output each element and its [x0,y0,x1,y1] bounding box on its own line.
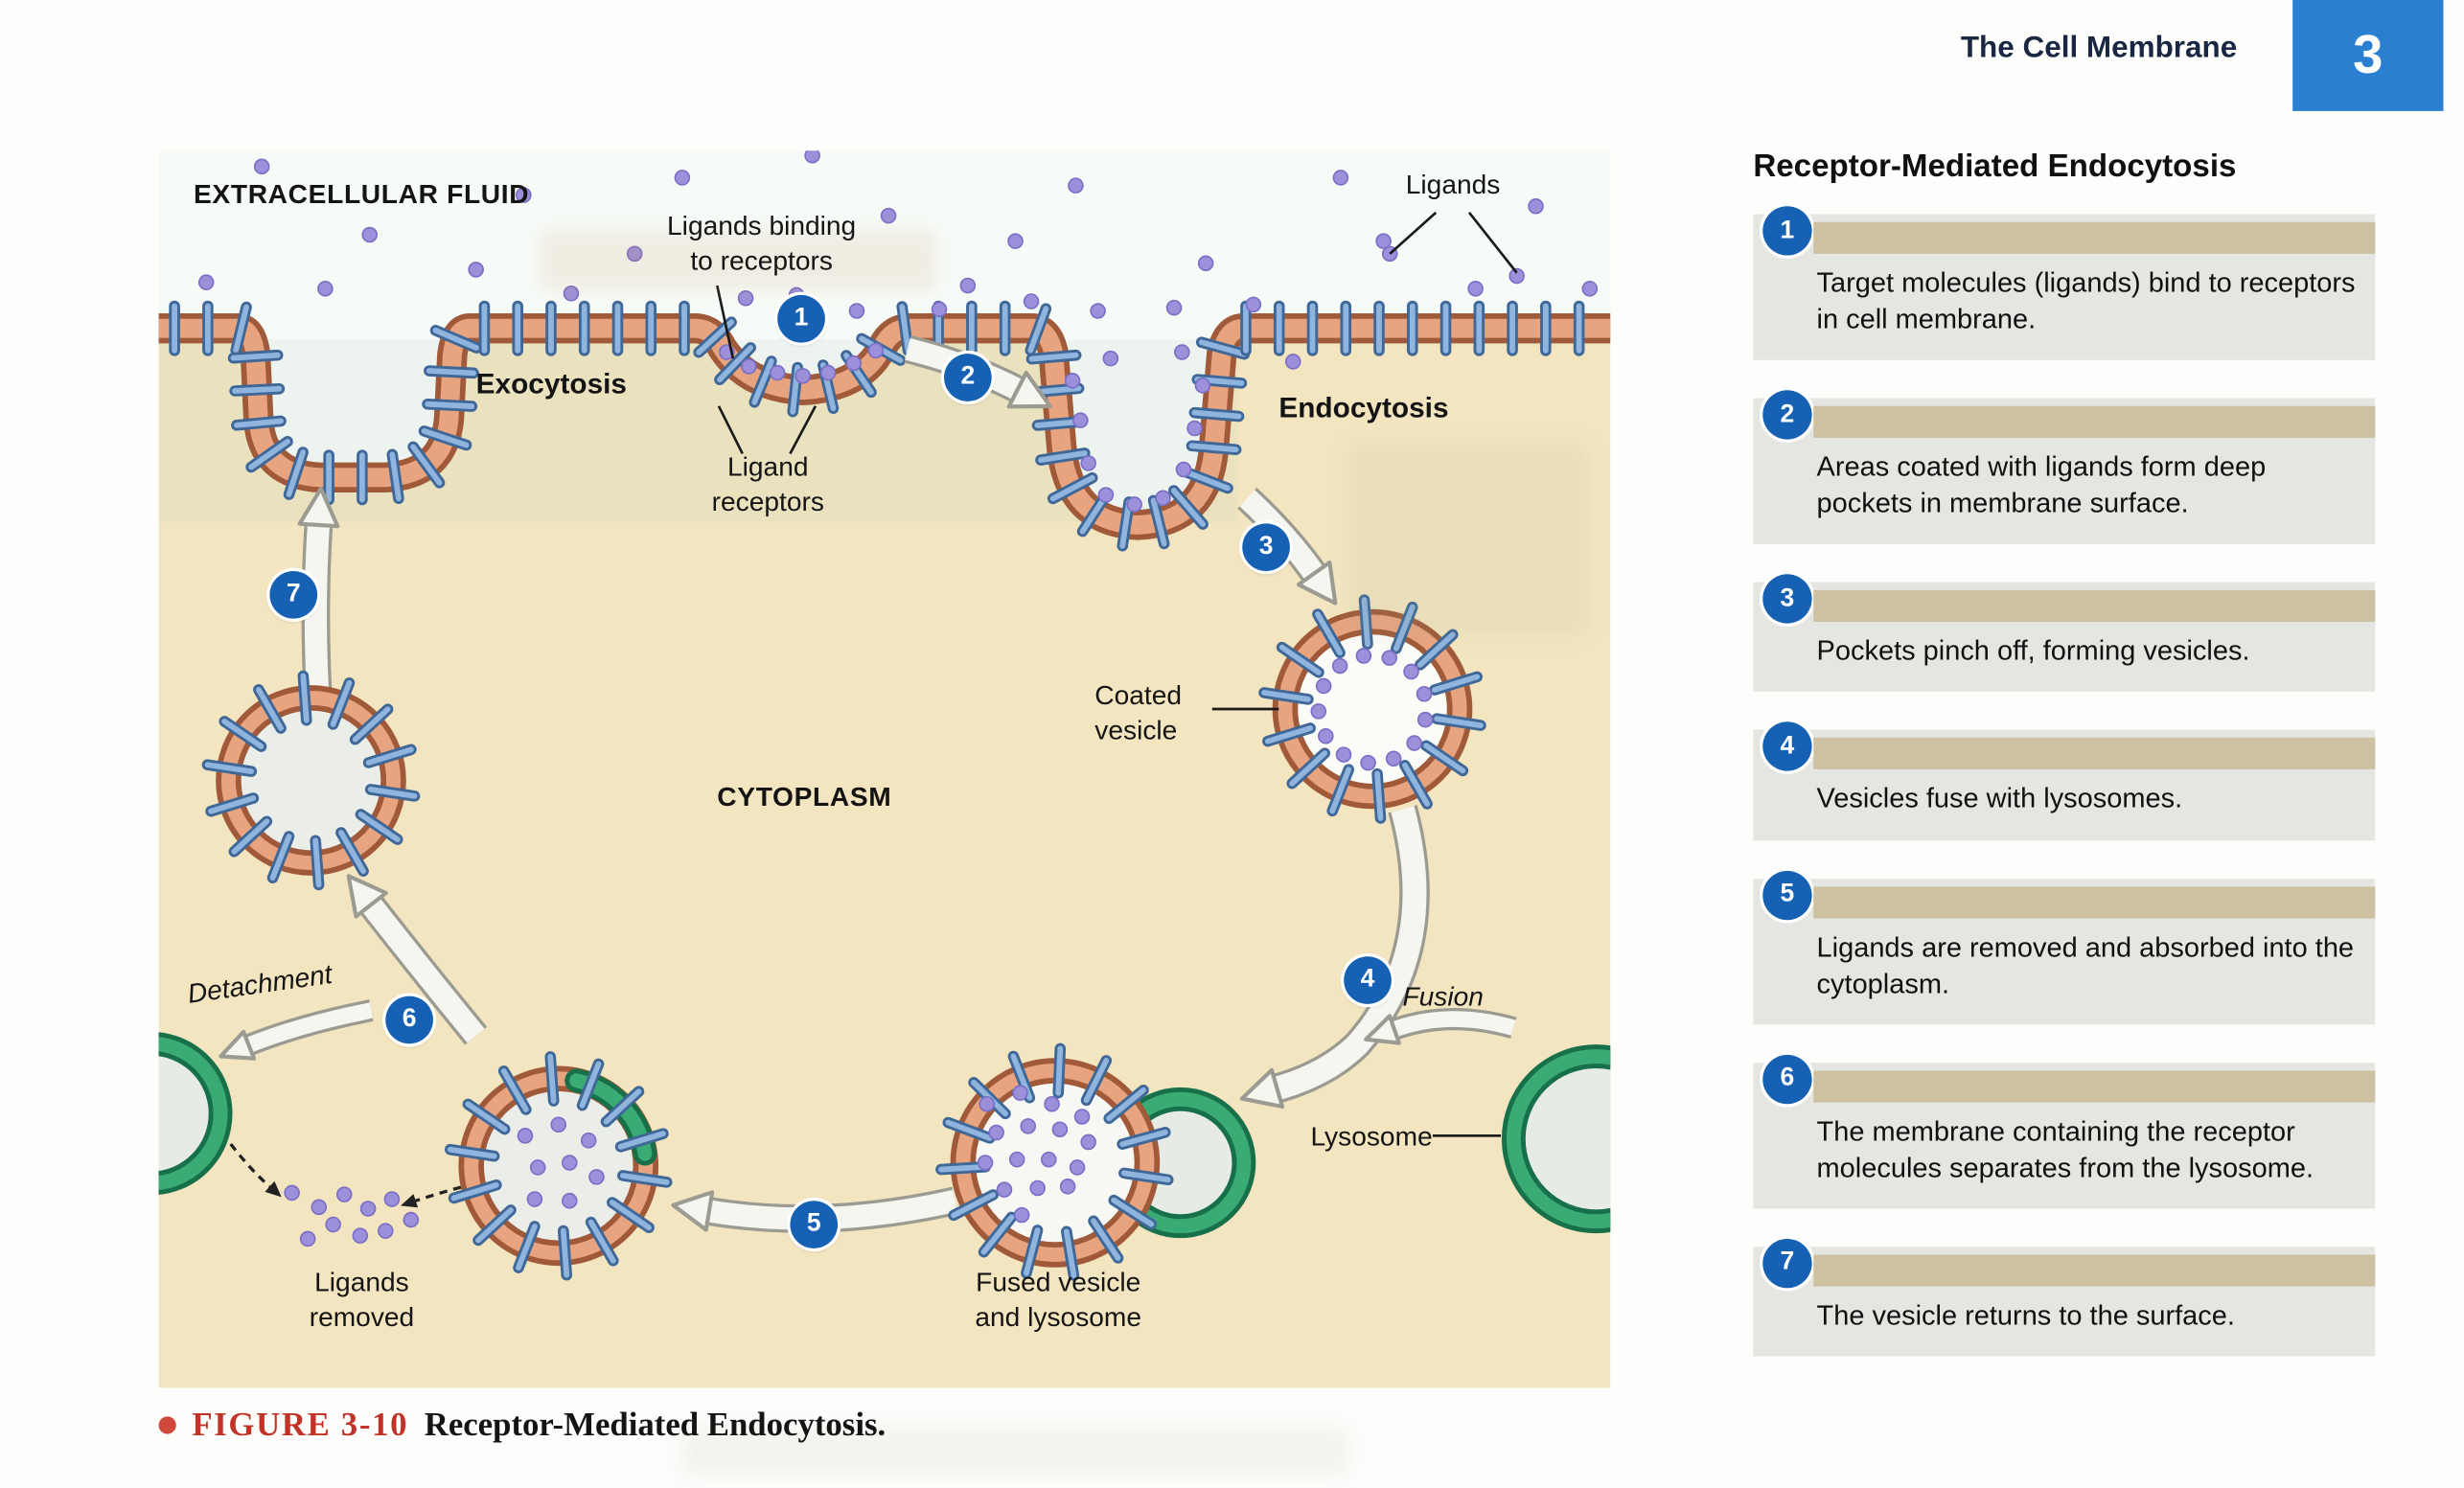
step-text: The membrane containing the receptor mol… [1816,1114,2314,1183]
diagram-step-marker-3: 3 [1242,523,1290,571]
label-fused-vesicle-and-lysosome: Fused vesicle and lysosome [975,1267,1142,1333]
sidebar-step-7: 7 The vesicle returns to the surface. [1753,1238,2376,1357]
sidebar-step-1: 1 Target molecules (ligands) bind to rec… [1753,206,2376,361]
sidebar-step-3: 3 Pockets pinch off, forming vesicles. [1753,574,2376,693]
diagram-step-marker-7: 7 [269,570,318,619]
step-number-badge: 1 [1762,206,1812,256]
diagram-step-marker-1: 1 [777,294,825,343]
chapter-number-box: 3 [2292,0,2444,111]
label-extracellular-fluid: EXTRACELLULAR FLUID [193,179,530,210]
sidebar-step-5: 5 Ligands are removed and absorbed into … [1753,870,2376,1025]
decorative-bar [1813,738,2376,770]
page-header-title: The Cell Membrane [1960,32,2238,65]
label-ligands-removed: Ligands removed [309,1267,415,1333]
label-coated-vesicle: Coated vesicle [1094,680,1183,745]
label-endocytosis: Endocytosis [1278,391,1449,424]
decorative-bar [1813,590,2376,623]
step-number-badge: 2 [1762,390,1812,440]
decorative-bar [1813,1070,2376,1103]
step-number-badge: 7 [1762,1238,1812,1289]
decorative-bar [1813,885,2376,918]
step-text: Ligands are removed and absorbed into th… [1816,930,2355,999]
step-text: The vesicle returns to the surface. [1816,1298,2235,1331]
step-number-badge: 4 [1762,722,1812,772]
label-ligands-binding-to-receptors: Ligands binding to receptors [667,211,857,276]
label-ligand-receptors: Ligand receptors [711,451,824,517]
sidebar-step-4: 4 Vesicles fuse with lysosomes. [1753,722,2376,840]
figure-title: Receptor-Mediated Endocytosis. [424,1405,887,1444]
endocytosis-cycle-diagram [158,150,1611,1388]
decorative-bar [1813,406,2376,439]
label-lysosome: Lysosome [1310,1121,1433,1152]
figure-label: FIGURE 3-10 [192,1405,409,1444]
diagram-step-marker-4: 4 [1344,956,1392,1004]
label-exocytosis: Exocytosis [475,368,628,401]
label-cytoplasm: CYTOPLASM [717,782,892,813]
step-number-badge: 3 [1762,574,1812,625]
step-text: Vesicles fuse with lysosomes. [1816,782,2183,815]
figure-bullet-icon [158,1416,176,1434]
sidebar-title: Receptor-Mediated Endocytosis [1753,149,2237,185]
figure-caption: FIGURE 3-10 Receptor-Mediated Endocytosi… [158,1405,887,1445]
step-number-badge: 6 [1762,1054,1812,1104]
decorative-bar [1813,1254,2376,1287]
sidebar-step-6: 6 The membrane containing the receptor m… [1753,1054,2376,1209]
decorative-bar [1813,221,2376,254]
diagram-step-marker-2: 2 [944,354,992,401]
diagram-step-marker-6: 6 [385,996,433,1044]
step-text: Areas coated with ligands form deep pock… [1816,450,2267,519]
step-text: Pockets pinch off, forming vesicles. [1816,634,2250,667]
sidebar-step-2: 2 Areas coated with ligands form deep po… [1753,390,2376,545]
step-text: Target molecules (ligands) bind to recep… [1816,266,2356,335]
diagram-step-marker-5: 5 [790,1201,839,1248]
pointer-lines [715,211,1518,1137]
steps-sidebar: Receptor-Mediated Endocytosis 1 Target m… [1753,149,2376,1395]
label-ligands: Ligands [1405,170,1501,200]
step-number-badge: 5 [1762,870,1812,920]
label-fusion: Fusion [1402,981,1484,1013]
